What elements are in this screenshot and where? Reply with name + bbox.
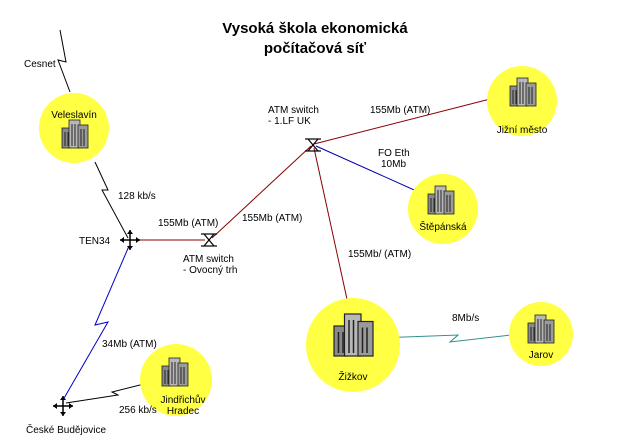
link-lf-jizni	[313, 96, 499, 145]
title-line-2: počítačová síť	[264, 40, 367, 57]
atm-ovocny-label-1: ATM switch	[183, 254, 234, 265]
site-jarov-label: Jarov	[529, 350, 553, 361]
site-jh-label-1: Jindřichův	[160, 394, 205, 406]
link-label-lf-zizkov: 155Mb/ (ATM)	[348, 249, 411, 260]
site-jindrichuv-hradec: Jindřichův Hradec	[140, 344, 212, 417]
budejovice-router-icon	[52, 395, 74, 417]
title-line-1: Vysoká škola ekonomická	[222, 20, 408, 37]
site-jarov: Jarov	[509, 302, 573, 366]
link-label-10mb: 10Mb	[381, 159, 406, 170]
ten34-router-icon	[119, 229, 141, 251]
site-jh-label-2: Hradec	[167, 406, 199, 417]
ten34-label: TEN34	[79, 236, 111, 247]
site-veleslavin-label: Veleslavín	[51, 110, 97, 121]
site-veleslavin: Veleslavín	[39, 93, 109, 163]
site-jizni-mesto: Jižní město	[487, 66, 557, 136]
link-label-256kbs: 256 kb/s	[119, 405, 157, 416]
link-cesnet-veleslavin	[57, 29, 71, 93]
link-ten34-budejovice	[62, 245, 130, 401]
link-label-ten34-ovocny: 155Mb (ATM)	[158, 218, 218, 229]
link-lf-stepanska	[315, 145, 433, 199]
link-label-fo-eth: FO Eth	[378, 148, 410, 159]
ceske-budejovice-label: České Budějovice	[26, 423, 106, 436]
site-jizni-mesto-label: Jižní město	[497, 125, 548, 136]
link-label-ovocny-lf: 155Mb (ATM)	[242, 213, 302, 224]
link-label-lf-jizni: 155Mb (ATM)	[370, 105, 430, 116]
link-label-128kbs: 128 kb/s	[118, 191, 156, 202]
atm-lf-label-2: - 1.LF UK	[268, 116, 311, 127]
link-budejovice-jh	[65, 377, 169, 404]
site-stepanska-label: Štěpánská	[419, 220, 467, 233]
link-veleslavin-ten34	[94, 161, 129, 239]
link-label-34mb: 34Mb (ATM)	[102, 339, 157, 350]
site-zizkov-label: Žižkov	[339, 370, 368, 383]
site-stepanska: Štěpánská	[408, 174, 478, 244]
cesnet-label: Cesnet	[24, 59, 56, 70]
atm-ovocny-label-2: - Ovocný trh	[183, 265, 237, 276]
link-lf-zizkov	[313, 147, 351, 314]
atm-lf-label-1: ATM switch	[268, 105, 319, 116]
link-ovocny-lf	[211, 145, 312, 239]
link-label-8mbs: 8Mb/s	[452, 313, 479, 324]
site-zizkov: Žižkov	[306, 298, 400, 392]
link-zizkov-jarov	[377, 332, 529, 343]
